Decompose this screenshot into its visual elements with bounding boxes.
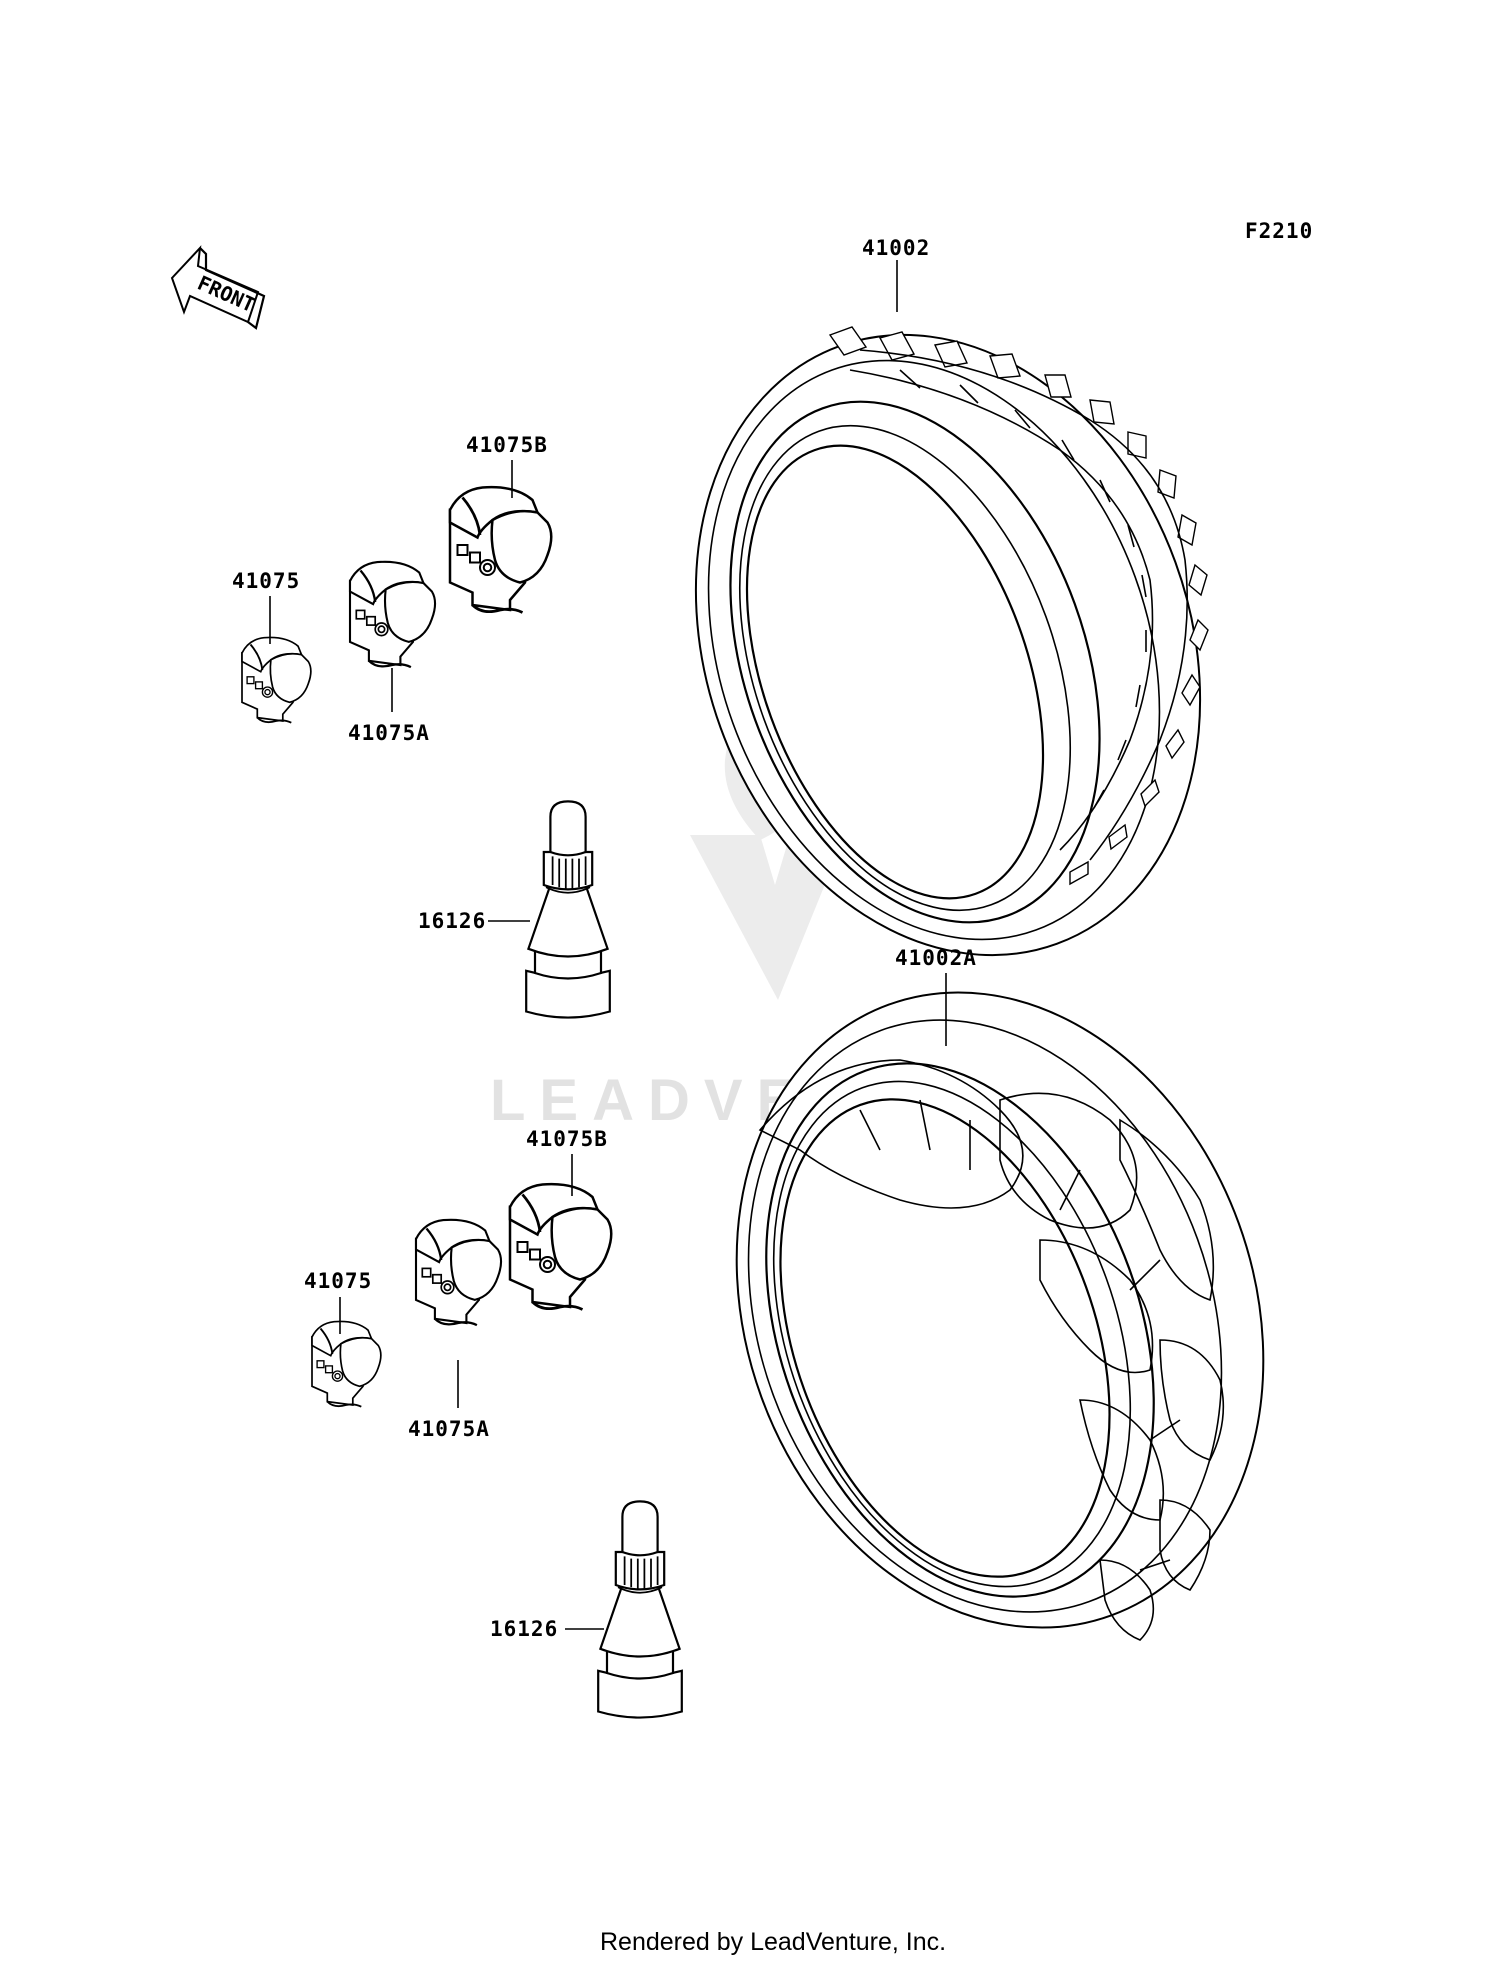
weight-b-bottom — [508, 1182, 613, 1311]
label-valve-bottom: 16126 — [490, 1617, 558, 1641]
tire-rear-tread — [758, 1059, 1225, 1641]
label-valve-top: 16126 — [418, 909, 486, 933]
leader-lines — [269, 260, 947, 1630]
weight-a-top — [348, 560, 437, 669]
label-weight-b-top: 41075B — [466, 433, 548, 457]
credit-text: Rendered by LeadVenture, Inc. — [600, 1928, 946, 1956]
label-weight-a-top: 41075A — [348, 721, 430, 745]
label-tire-rear: 41002A — [895, 946, 977, 970]
weight-bottom — [311, 1320, 382, 1408]
label-weight-b-bottom: 41075B — [526, 1127, 608, 1151]
tire-front — [694, 326, 1209, 957]
label-tire-front: 41002 — [862, 236, 930, 260]
front-arrow-icon: FRONT — [170, 245, 266, 330]
weight-b-top — [448, 485, 553, 614]
label-weight-a-bottom: 41075A — [408, 1417, 490, 1441]
tire-rear — [735, 991, 1265, 1641]
valve-bottom — [597, 1500, 683, 1719]
valve-top — [525, 800, 611, 1019]
part-labels: 41002 41002A 41075B 41075 41075A 16126 4… — [232, 236, 977, 1641]
weight-a-bottom — [414, 1218, 503, 1327]
weight-top — [241, 636, 312, 724]
label-weight-top: 41075 — [232, 569, 300, 593]
figure-code: F2210 — [1245, 219, 1313, 243]
label-weight-bottom: 41075 — [304, 1269, 372, 1293]
